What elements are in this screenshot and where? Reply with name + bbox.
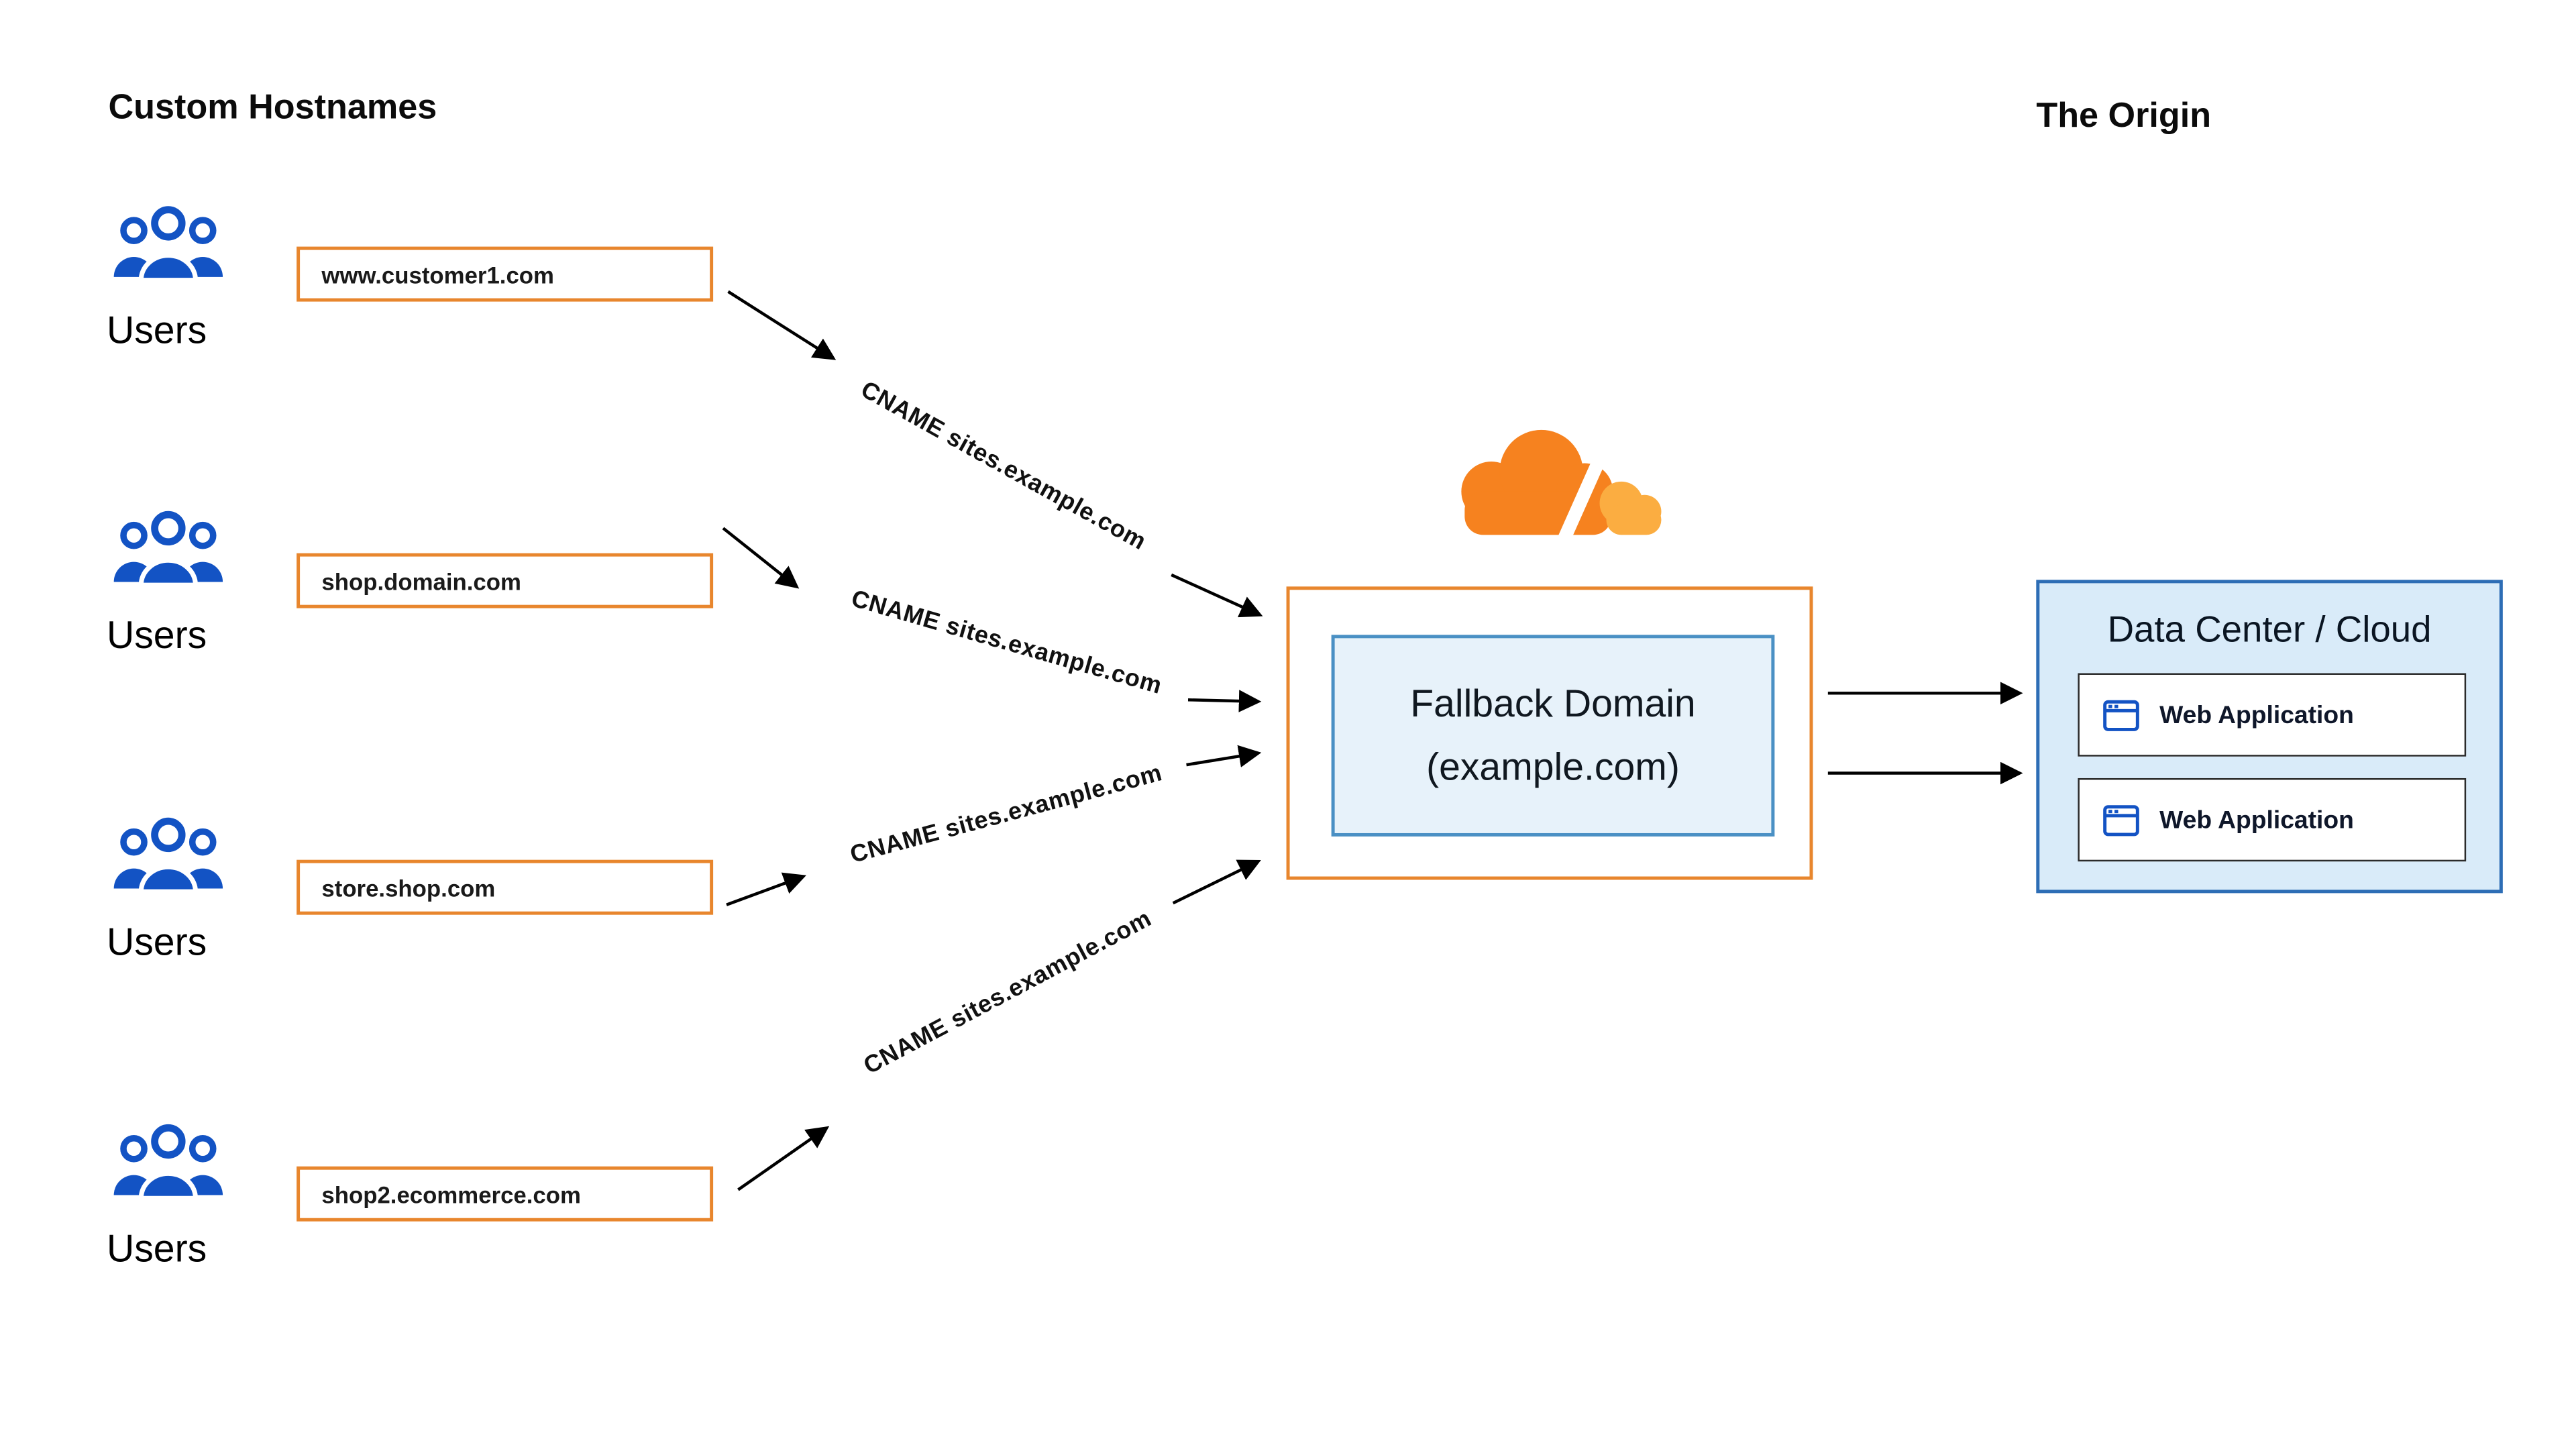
web-application-box-1: Web Application xyxy=(2078,673,2467,757)
users-row-4: Users xyxy=(107,1122,357,1272)
web-application-label: Web Application xyxy=(2159,805,2354,835)
arrow-cname-3a xyxy=(726,872,806,906)
browser-window-icon xyxy=(2103,699,2139,731)
hostname-box-shop-domain: shop.domain.com xyxy=(297,553,714,608)
custom-hostnames-heading: Custom Hostnames xyxy=(108,88,437,127)
users-group-icon xyxy=(113,817,223,894)
web-application-label: Web Application xyxy=(2159,700,2354,729)
users-group-icon xyxy=(113,206,223,283)
users-row-2: Users xyxy=(107,508,357,659)
arrow-cname-2b xyxy=(1187,690,1262,712)
hostname-box-shop2-ecommerce: shop2.ecommerce.com xyxy=(297,1166,714,1222)
users-row-3: Users xyxy=(107,815,357,965)
arrow-cname-3b xyxy=(1186,745,1262,767)
cloudflare-zone-box: Fallback Domain (example.com) xyxy=(1286,586,1813,880)
users-label: Users xyxy=(106,613,207,657)
fallback-domain-title: Fallback Domain xyxy=(1410,680,1696,724)
users-row-1: Users xyxy=(107,203,357,354)
users-group-icon xyxy=(113,511,223,588)
arrow-cname-2a xyxy=(722,527,800,589)
fallback-domain-subtitle: (example.com) xyxy=(1426,744,1680,788)
users-label: Users xyxy=(106,308,207,352)
data-center-box: Data Center / Cloud Web Application Web … xyxy=(2036,580,2503,894)
hostname-box-www-customer1: www.customer1.com xyxy=(297,246,714,302)
browser-window-icon xyxy=(2103,804,2139,836)
arrow-cname-1b xyxy=(1171,573,1263,618)
arrow-cname-1a xyxy=(727,290,837,360)
data-center-title: Data Center / Cloud xyxy=(2107,608,2432,650)
users-group-icon xyxy=(113,1124,223,1201)
arrow-cname-4a xyxy=(737,1126,830,1191)
users-label: Users xyxy=(106,920,207,963)
web-application-box-2: Web Application xyxy=(2078,777,2467,862)
hostname-box-store-shop: store.shop.com xyxy=(297,859,714,915)
arrow-cname-4b xyxy=(1172,859,1261,905)
cloudflare-logo-icon xyxy=(1461,429,1662,544)
fallback-domain-box: Fallback Domain (example.com) xyxy=(1331,635,1775,837)
the-origin-heading: The Origin xyxy=(2036,97,2212,136)
users-label: Users xyxy=(106,1226,207,1270)
